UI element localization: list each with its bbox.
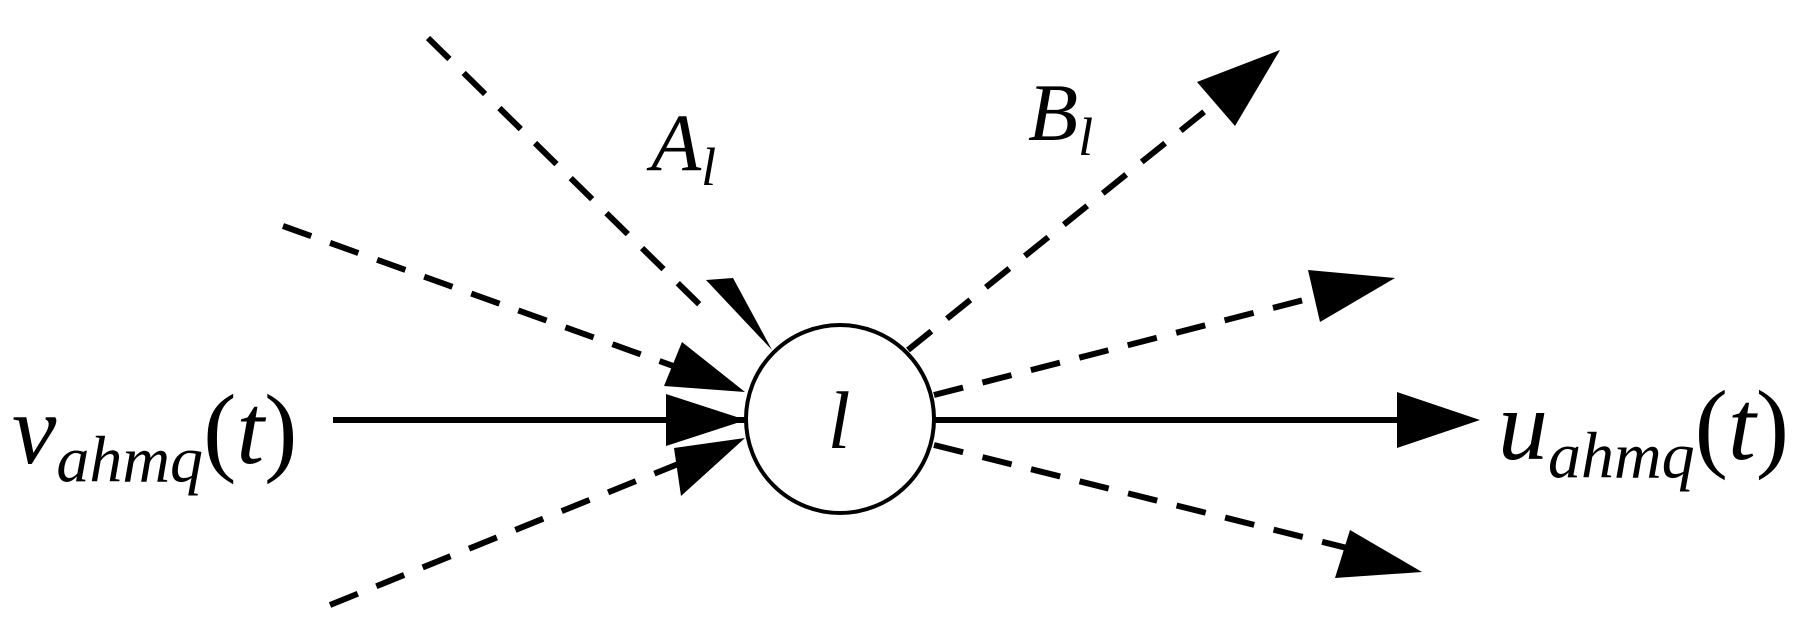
input-signal-argument: t [236, 374, 265, 485]
outgoing-dashed-arrow-middle [933, 289, 1336, 398]
incoming-dashed-arrow-upper [281, 223, 692, 375]
output-signal-symbol: u [1498, 370, 1548, 481]
incoming-set-symbol: A [651, 97, 702, 188]
outgoing-dashed-arrow-bottom [933, 442, 1356, 553]
input-signal-subscript: ahmq [56, 423, 204, 497]
outgoing-arrowhead-top [1197, 50, 1280, 126]
incoming-arrowheads [664, 278, 772, 496]
incoming-arrowhead-lower [674, 438, 745, 496]
output-signal-subscript: ahmq [1548, 419, 1695, 493]
incoming-arrowhead-upper [664, 342, 745, 392]
outgoing-arrowhead-middle [1308, 270, 1395, 322]
input-signal-open-paren: ( [203, 374, 237, 485]
incoming-dashed-arrows [281, 35, 703, 608]
incoming-set-subscript: l [701, 137, 717, 198]
output-signal-arrowhead [1397, 392, 1480, 448]
outgoing-arrowheads [1197, 50, 1422, 578]
input-signal-close-paren: ) [264, 374, 298, 485]
outgoing-dashed-arrows [906, 92, 1356, 553]
outgoing-set-subscript: l [1078, 107, 1094, 168]
input-signal-symbol: v [12, 374, 57, 485]
incoming-dashed-arrow-top [425, 35, 703, 308]
outgoing-dashed-arrow-top [906, 92, 1227, 353]
node-label: l [827, 375, 851, 466]
output-signal-label: uahmq(t) [1498, 376, 1789, 489]
outgoing-set-symbol: B [1028, 67, 1079, 158]
output-signal-close-paren: ) [1755, 370, 1790, 481]
outgoing-arrowhead-bottom [1335, 530, 1422, 578]
output-signal-open-paren: ( [1694, 370, 1728, 481]
incoming-set-label: Al [651, 102, 716, 195]
outgoing-set-label: Bl [1028, 72, 1093, 165]
incoming-dashed-arrow-lower [328, 457, 690, 608]
input-signal-label: vahmq(t) [12, 380, 297, 493]
incoming-arrowhead-top [706, 278, 772, 350]
input-signal-arrowhead [666, 394, 746, 446]
output-signal-argument: t [1727, 370, 1756, 481]
